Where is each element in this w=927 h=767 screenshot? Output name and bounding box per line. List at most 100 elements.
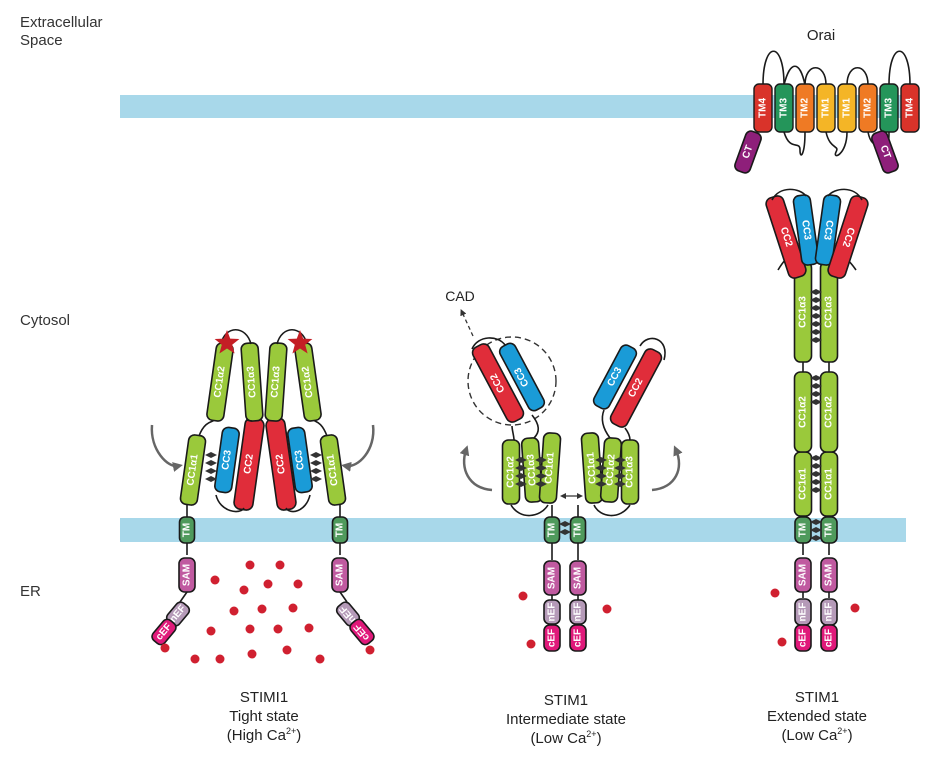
tight-cc1a1-right-label: CC1α1 bbox=[325, 453, 340, 486]
mid-cef-right-label: cEF bbox=[573, 629, 584, 647]
calcium-ion bbox=[850, 603, 860, 613]
ext-nef-right-label: nEF bbox=[824, 603, 835, 622]
tight-cef-left-shape bbox=[151, 618, 177, 646]
orai-tm-shape bbox=[774, 83, 794, 133]
ext-tm-left-label: TM bbox=[798, 523, 809, 537]
mid-cc2-right: CC2 bbox=[609, 348, 663, 428]
caption-extended-state: Extended state bbox=[766, 708, 868, 725]
mid-cc1a3-right-label: CC1α3 bbox=[625, 456, 636, 488]
mid-sam-left-label: SAM bbox=[547, 567, 558, 589]
tight-cc2-right: CC2 bbox=[265, 417, 297, 511]
rotation-arrow-icon bbox=[459, 445, 493, 492]
calcium-ion bbox=[526, 639, 536, 649]
tight-cc3-left-shape bbox=[214, 426, 240, 494]
rotation-arrow-icon bbox=[341, 424, 375, 472]
ext-tm-left: TM bbox=[794, 516, 812, 544]
mid-nef-left: nEF bbox=[543, 599, 561, 625]
calcium-ion bbox=[239, 585, 249, 595]
tight-cef-right: cEF bbox=[349, 618, 375, 646]
calcium-ion bbox=[247, 649, 257, 659]
calcium-ion bbox=[770, 588, 780, 598]
mid-sam-right: SAM bbox=[569, 560, 587, 596]
tight-sam-left-label: SAM bbox=[182, 564, 193, 586]
mid-linker bbox=[601, 409, 611, 439]
tight-sam-right: SAM bbox=[331, 557, 349, 593]
orai-loop bbox=[783, 65, 806, 86]
mid-linker bbox=[511, 425, 515, 441]
caption-tight-ca: (High Ca2+) bbox=[226, 726, 302, 745]
calcium-ion bbox=[245, 560, 255, 570]
mid-cc1a3-left-label: CC1α3 bbox=[525, 453, 538, 486]
ext-cc1a2-right-label: CC1α2 bbox=[824, 396, 835, 428]
mid-cc2-left: CC2 bbox=[471, 343, 525, 423]
caption-tight: STIMI1 Tight state (High Ca2+) bbox=[179, 688, 349, 745]
tight-tm-left: TM bbox=[178, 516, 196, 544]
tight-cc3-right: CC3 bbox=[287, 426, 313, 494]
orai-tm-shape bbox=[816, 83, 836, 133]
ext-cc3-left: CC3 bbox=[792, 194, 820, 266]
ext-cef-right: cEF bbox=[820, 624, 838, 652]
calcium-ion bbox=[206, 626, 216, 636]
ext-sam-left: SAM bbox=[794, 557, 812, 593]
orai-title: Orai bbox=[807, 27, 835, 44]
mid-cc1a2-right: CC1α2 bbox=[599, 437, 623, 503]
orai-tm-5: TM1 bbox=[837, 83, 857, 133]
mid-linker bbox=[593, 504, 631, 517]
calcium-ion bbox=[215, 654, 225, 664]
ext-cef-left-label: cEF bbox=[798, 629, 809, 647]
mid-cef-left-shape bbox=[543, 624, 561, 652]
orai-tm-label: TM2 bbox=[800, 98, 811, 118]
extracellular-label-line2: Space bbox=[20, 32, 63, 49]
mid-cef-right-shape bbox=[569, 624, 587, 652]
orai-tm-label: TM4 bbox=[905, 98, 916, 118]
ext-cc1a1-left: CC1α1 bbox=[793, 451, 813, 517]
mid-cc1a2-right-label: CC1α2 bbox=[604, 453, 617, 486]
orai-tm-label: TM4 bbox=[758, 98, 769, 118]
mid-linker bbox=[624, 427, 631, 441]
mid-sam-left: SAM bbox=[543, 560, 561, 596]
mid-cef-right: cEF bbox=[569, 624, 587, 652]
orai-tm-6: TM2 bbox=[858, 83, 878, 133]
orai-tm-4: TM1 bbox=[816, 83, 836, 133]
calcium-ion bbox=[229, 606, 239, 616]
er-label: ER bbox=[20, 583, 41, 600]
ext-cc1a1-left-label: CC1α1 bbox=[798, 468, 809, 500]
mid-cc2-left-shape bbox=[471, 343, 525, 423]
caption-tight-name: STIMI1 bbox=[239, 689, 289, 706]
tight-linker bbox=[198, 419, 215, 437]
tight-linker bbox=[285, 494, 311, 513]
calcium-ion bbox=[273, 624, 283, 634]
calcium-ion bbox=[365, 645, 375, 655]
ext-cc3-right-label: CC3 bbox=[821, 219, 835, 241]
ext-nef-left: nEF bbox=[794, 598, 812, 626]
mid-cc1a1-right-label: CC1α1 bbox=[585, 451, 598, 484]
mid-cc1a2-left: CC1α2 bbox=[501, 439, 521, 505]
ext-cef-left-shape bbox=[794, 624, 812, 652]
ext-cc1a1-right-label: CC1α1 bbox=[824, 468, 835, 500]
orai-tm-shape bbox=[753, 83, 773, 133]
ext-cc1a3-right-label: CC1α3 bbox=[824, 296, 835, 328]
mid-nef-right-label: nEF bbox=[573, 603, 584, 622]
orai-loop bbox=[762, 50, 785, 86]
mid-cef-left-label: cEF bbox=[547, 629, 558, 647]
caption-extended-name: STIM1 bbox=[794, 689, 840, 706]
mid-cc1a3-right: CC1α3 bbox=[620, 439, 640, 505]
calcium-ion bbox=[315, 654, 325, 664]
extracellular-space-label: Extracellular Space bbox=[20, 14, 103, 50]
tight-linker bbox=[339, 591, 348, 603]
mid-linker bbox=[531, 414, 540, 439]
calcium-ion bbox=[282, 645, 292, 655]
ext-cc3-left-label: CC3 bbox=[799, 219, 813, 241]
calcium-ion bbox=[777, 637, 787, 647]
orai-tm-2: TM3 bbox=[774, 83, 794, 133]
mid-cc3-left-shape bbox=[498, 342, 546, 412]
tight-cc3-left-label: CC3 bbox=[220, 449, 234, 471]
ext-cc1a2-left: CC1α2 bbox=[793, 371, 813, 453]
mid-cc3-right-shape bbox=[592, 344, 638, 410]
mid-cc1a1-left-label: CC1α1 bbox=[543, 451, 556, 484]
tight-cc3-right-shape bbox=[287, 426, 313, 494]
mutation-star-icon bbox=[214, 330, 240, 354]
orai-tm-label: TM2 bbox=[863, 98, 874, 118]
calcium-ion bbox=[263, 579, 273, 589]
ext-tm-right: TM bbox=[820, 516, 838, 544]
